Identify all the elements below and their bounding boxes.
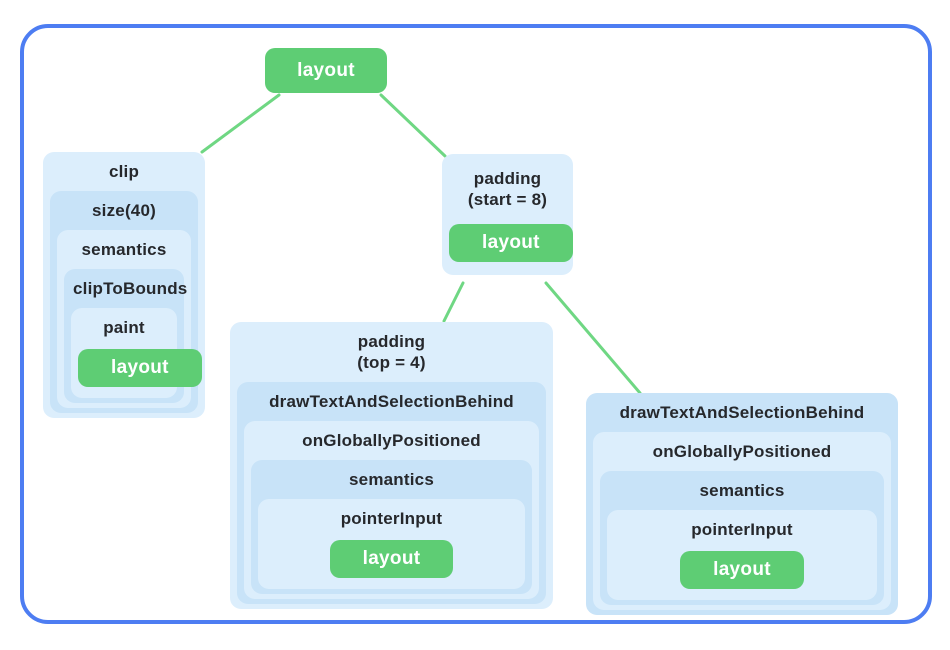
modifier-box-semantics: semantics clipToBounds paint layout — [57, 230, 202, 408]
modifier-label-drawtextandselectionbehind: drawTextAndSelectionBehind — [619, 403, 865, 422]
clip-modifier-chain: clip size(40) semantics clipToBounds paint la… — [43, 152, 205, 418]
leaf-layout-node: layout — [78, 349, 202, 387]
modifier-box-semantics: semantics pointerInput layout — [600, 471, 884, 605]
modifier-box-padding-start-8: padding (start = 8) layout — [442, 154, 573, 275]
modifier-label-clip: clip — [108, 162, 140, 181]
diagram-frame — [20, 24, 932, 624]
modifier-box-paint: paint layout — [71, 308, 202, 398]
root-layout-node: layout — [265, 48, 387, 93]
modifier-label-cliptobounds: clipToBounds — [73, 279, 188, 298]
modifier-box-drawtextandselectionbehind: drawTextAndSelectionBehind onGloballyPosi… — [586, 393, 898, 615]
leaf-layout-node: layout — [329, 540, 454, 578]
modifier-box-ongloballypositioned: onGloballyPositioned semantics pointerInpu… — [593, 432, 891, 610]
modifier-label-paint: paint — [103, 318, 145, 337]
modifier-label-ongloballypositioned: onGloballyPositioned — [652, 442, 832, 461]
modifier-label-semantics: semantics — [349, 470, 434, 489]
modifier-label-semantics: semantics — [81, 240, 167, 259]
padding-start-modifier-chain: padding (start = 8) layout — [442, 154, 573, 275]
modifier-box-padding-top-4: padding (top = 4) drawTextAndSelectionBeh… — [230, 322, 553, 609]
modifier-label-padding-top-4: padding (top = 4) — [357, 332, 426, 372]
modifier-box-size-40: size(40) semantics clipToBounds paint layout — [50, 191, 202, 413]
drawtext-modifier-chain: drawTextAndSelectionBehind onGloballyPosi… — [586, 393, 898, 615]
modifier-box-cliptobounds: clipToBounds paint layout — [64, 269, 202, 403]
modifier-label-pointerinput: pointerInput — [691, 520, 793, 539]
modifier-box-semantics: semantics pointerInput layout — [251, 460, 532, 594]
modifier-box-pointerinput: pointerInput layout — [607, 510, 877, 600]
modifier-box-drawtextandselectionbehind: drawTextAndSelectionBehind onGloballyPosi… — [237, 382, 546, 604]
modifier-label-semantics: semantics — [699, 481, 785, 500]
modifier-label-padding-start-8: padding (start = 8) — [467, 169, 548, 209]
modifier-label-pointerinput: pointerInput — [340, 509, 443, 528]
modifier-label-ongloballypositioned: onGloballyPositioned — [302, 431, 481, 450]
padding-top-modifier-chain: padding (top = 4) drawTextAndSelectionBeh… — [230, 322, 553, 609]
modifier-label-size-40: size(40) — [92, 201, 156, 220]
modifier-box-pointerinput: pointerInput layout — [258, 499, 525, 589]
modifier-box-ongloballypositioned: onGloballyPositioned semantics pointerInpu… — [244, 421, 539, 599]
modifier-box-clip: clip size(40) semantics clipToBounds paint la… — [43, 152, 205, 418]
leaf-layout-node: layout — [449, 224, 573, 262]
leaf-layout-node: layout — [680, 551, 804, 589]
modifier-label-drawtextandselectionbehind: drawTextAndSelectionBehind — [269, 392, 514, 411]
